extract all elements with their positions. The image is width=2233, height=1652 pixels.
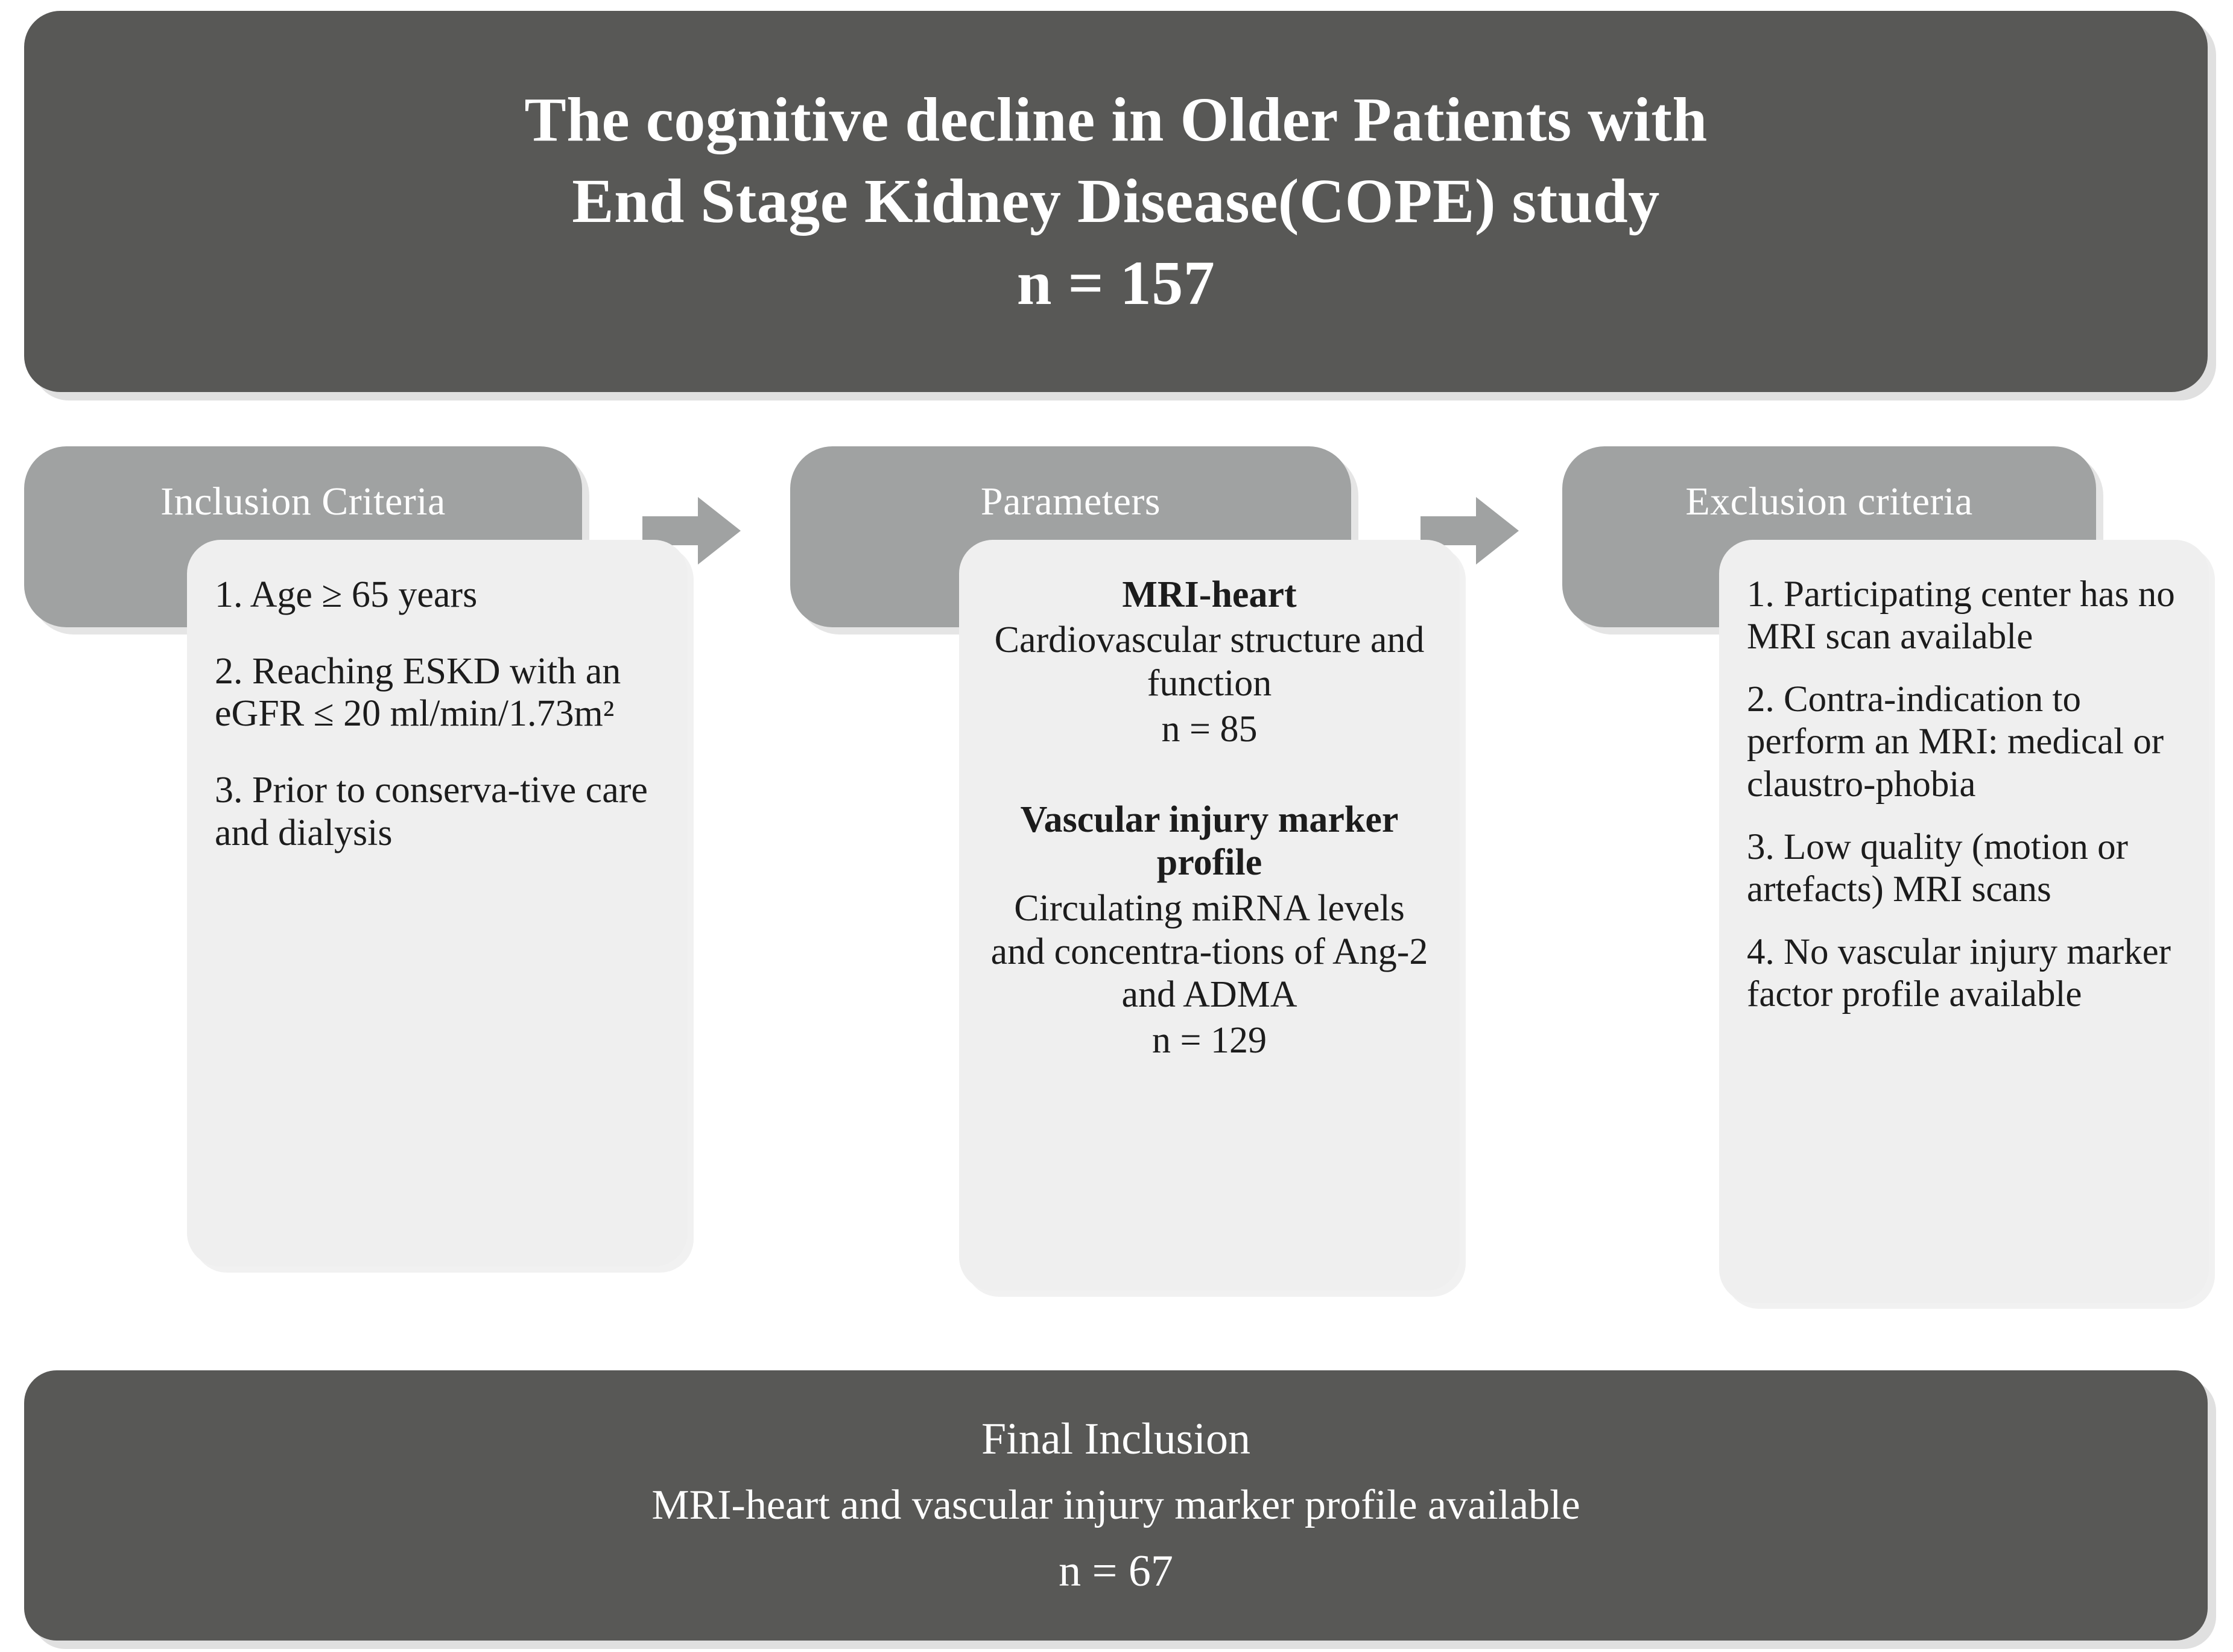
parameters-card: MRI-heart Cardiovascular structure and f… [959, 540, 1460, 1291]
study-title-line-2: End Stage Kidney Disease(COPE) study [572, 166, 1660, 236]
inclusion-criteria-header-label: Inclusion Criteria [160, 479, 446, 524]
parameter-title: Vascular injury marker profile [1020, 799, 1399, 884]
list-item: 2. Reaching ESKD with an eGFR ≤ 20 ml/mi… [215, 650, 621, 735]
list-item: 4. No vascular injury marker factor prof… [1747, 931, 2171, 1015]
exclusion-criteria-header-label: Exclusion criteria [1685, 479, 1973, 524]
parameter-sample-size: n = 85 [1161, 709, 1258, 750]
list-item: 3. Prior to conserva-tive care and dialy… [215, 770, 648, 853]
right-arrow-icon [642, 495, 742, 567]
parameter-block-mri-heart: MRI-heart Cardiovascular structure and f… [987, 574, 1432, 752]
final-inclusion-box: Final Inclusion MRI-heart and vascular i… [24, 1370, 2208, 1641]
parameters-header-label: Parameters [980, 479, 1161, 524]
parameter-description: Circulating miRNA levels and concentra-t… [990, 887, 1428, 1016]
parameter-title: MRI-heart [1122, 574, 1297, 615]
parameter-description: Cardiovascular structure and function [994, 619, 1425, 704]
study-title-sample-size: n = 157 [1016, 248, 1215, 318]
exclusion-criteria-card: 1. Participating center has no MRI scan … [1719, 540, 2209, 1303]
right-arrow-icon [1421, 495, 1520, 567]
final-inclusion-title: Final Inclusion [981, 1414, 1251, 1464]
parameter-sample-size: n = 129 [1152, 1020, 1267, 1062]
final-inclusion-sample-size: n = 67 [1059, 1546, 1173, 1597]
list-item: 2. Contra-indication to perform an MRI: … [1747, 679, 2164, 805]
inclusion-criteria-card: 1. Age ≥ 65 years 2. Reaching ESKD with … [187, 540, 688, 1267]
list-item: 3. Low quality (motion or artefacts) MRI… [1747, 826, 2128, 910]
parameter-block-vascular-injury: Vascular injury marker profile Circulati… [987, 799, 1432, 1063]
final-inclusion-description: MRI-heart and vascular injury marker pro… [651, 1481, 1580, 1528]
study-title-line-1: The cognitive decline in Older Patients … [524, 85, 1708, 155]
list-item: 1. Age ≥ 65 years [215, 574, 478, 615]
study-title-box: The cognitive decline in Older Patients … [24, 11, 2208, 392]
list-item: 1. Participating center has no MRI scan … [1747, 574, 2175, 657]
